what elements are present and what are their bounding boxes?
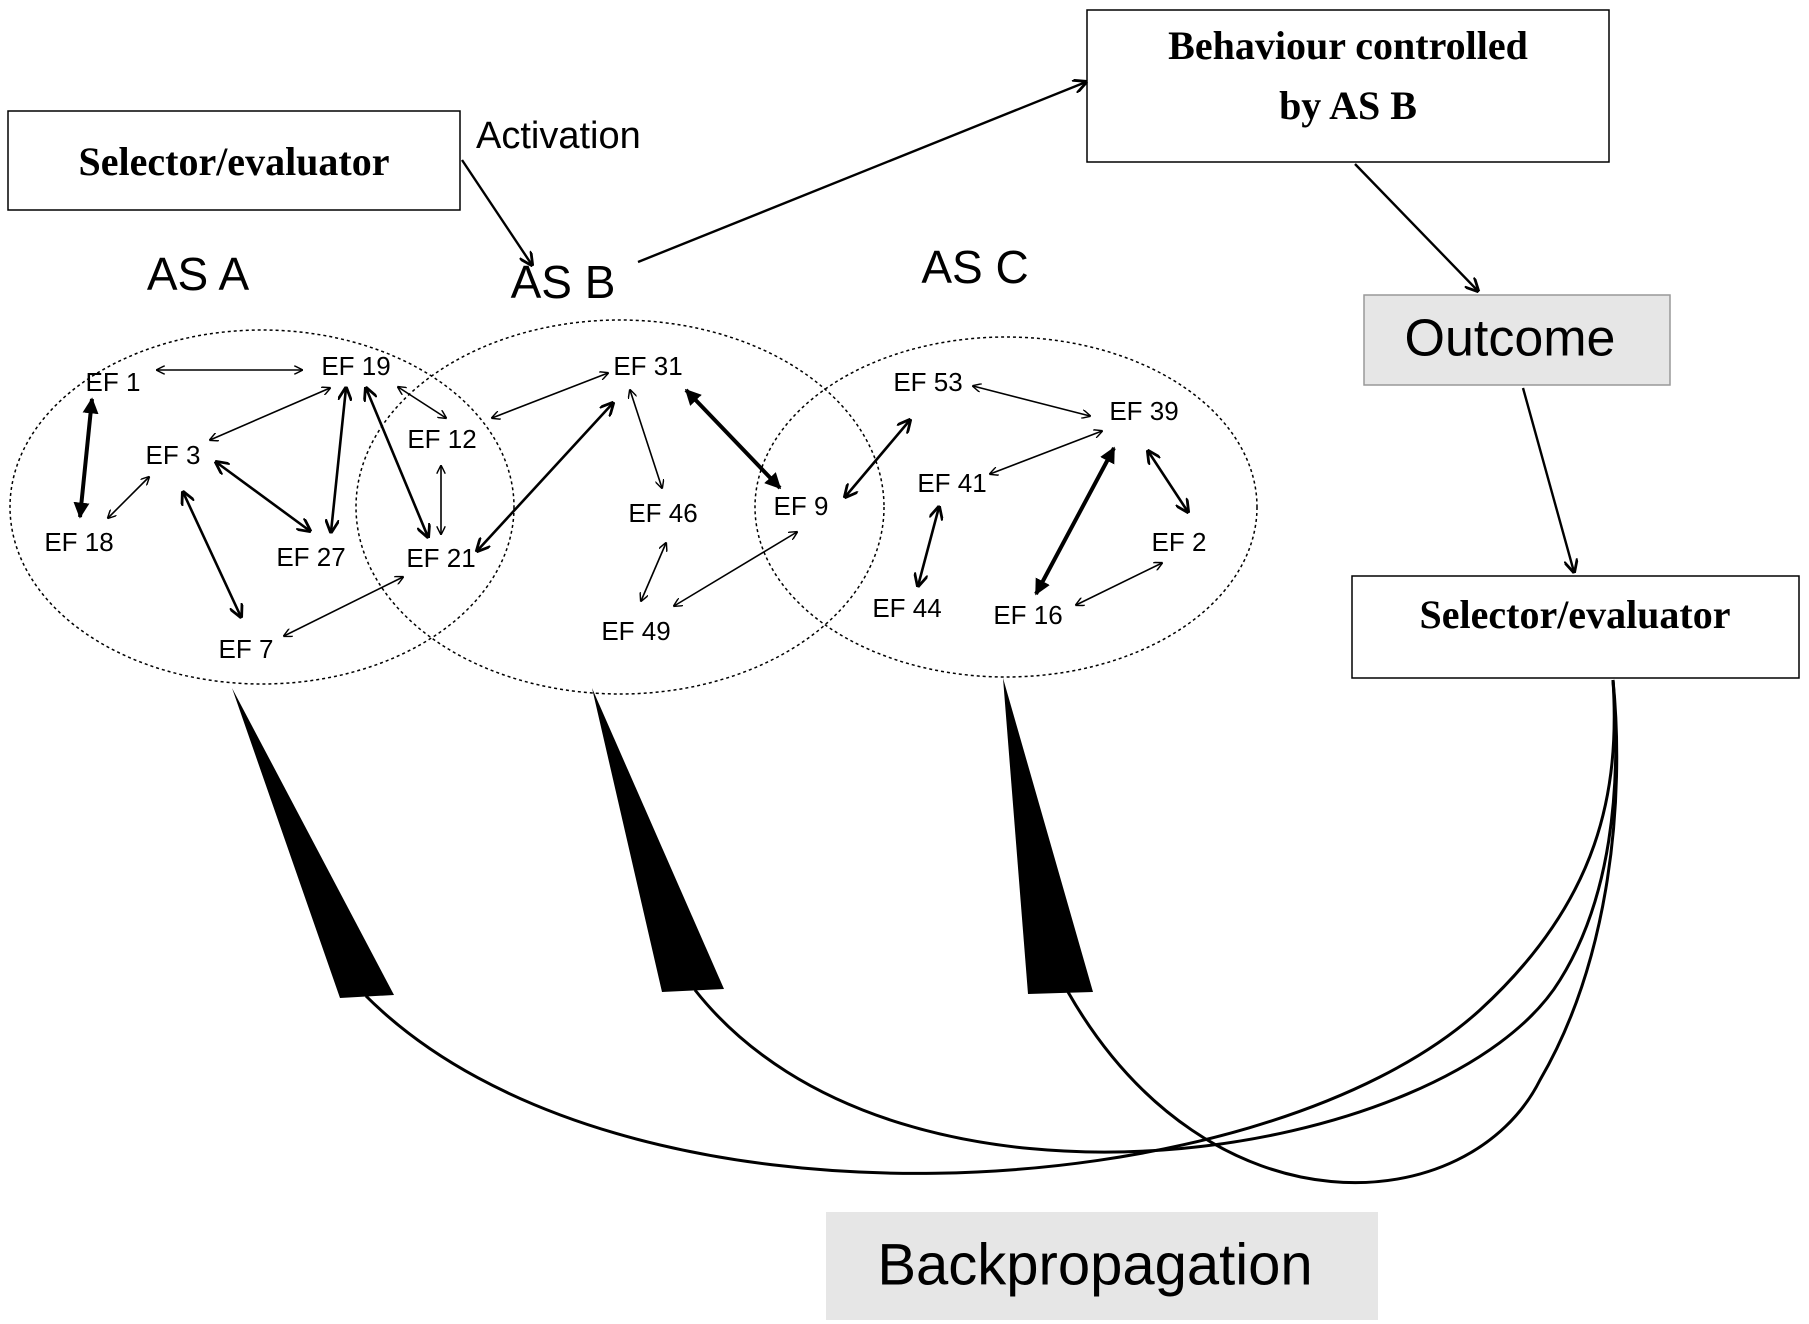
set-title-c: AS C [921,241,1028,293]
edge-ef31-ef9 [684,388,782,490]
node-ef19: EF 19 [321,351,390,381]
backprop-wedge-b [592,688,724,992]
set-title-b: AS B [511,256,616,308]
edge-ef39-ef16 [1034,446,1116,596]
node-ef44: EF 44 [872,593,941,623]
selector-top-box: Selector/evaluator [7,110,461,211]
edge-ef16-ef2 [1076,563,1162,605]
arrow-to-outcome [1354,163,1478,291]
edge-ef12-ef31 [492,373,608,418]
edge-ef3-ef19 [210,388,330,440]
node-ef46: EF 46 [628,498,697,528]
node-ef2: EF 2 [1152,527,1207,557]
outcome-box: Outcome [1363,294,1671,386]
node-ef27: EF 27 [276,542,345,572]
backprop-curve-a [364,679,1616,1175]
edge-ef19-ef12 [398,387,446,418]
activation-label: Activation [476,115,641,157]
node-ef12: EF 12 [407,424,476,454]
node-ef49: EF 49 [601,616,670,646]
edge-ef9-ef53 [845,420,910,497]
node-ef7: EF 7 [219,634,274,664]
edge-ef53-ef39 [973,386,1090,416]
selector-top-label: Selector/evaluator [79,139,390,184]
selector-right-box: Selector/evaluator [1351,575,1800,679]
edge-ef41-ef44 [918,507,939,586]
edge-ef3-ef7 [183,492,241,617]
edge-ef21-ef7 [284,577,403,636]
node-ef18: EF 18 [44,527,113,557]
edge-ef31-ef46 [630,390,662,488]
node-ef41: EF 41 [917,468,986,498]
backprop-wedge-c [1003,678,1093,994]
arrow-activation [461,159,532,265]
set-title-a: AS A [147,248,250,300]
backprop-curve-b [693,679,1618,1154]
edge-ef3-ef27 [216,462,310,531]
backprop-wedge-a [232,688,394,998]
node-ef39: EF 39 [1109,396,1178,426]
arrow-to-selector [1521,387,1574,572]
node-ef21: EF 21 [406,543,475,573]
node-ef16: EF 16 [993,600,1062,630]
node-ef9: EF 9 [774,491,829,521]
edge-ef3-ef18 [108,477,149,518]
set-ellipse-b [355,319,885,695]
edge-ef19-ef21 [366,388,428,537]
behaviour-label-line2: by AS B [1279,83,1417,128]
behaviour-label-line1: Behaviour controlled [1168,23,1528,68]
edge-ef1-ef18 [73,397,99,519]
node-ef53: EF 53 [893,367,962,397]
node-ef31: EF 31 [613,351,682,381]
node-ef3: EF 3 [146,440,201,470]
arrow-to-behaviour [637,82,1086,264]
set-ellipse-c [754,336,1258,678]
outcome-label: Outcome [1405,310,1616,368]
edge-ef39-ef2 [1148,451,1188,512]
edge-ef19-ef27 [331,388,346,532]
edge-ef21-ef31 [477,403,613,551]
node-ef1: EF 1 [86,367,141,397]
edge-ef41-ef39 [990,431,1102,474]
selector-right-label: Selector/evaluator [1420,592,1731,637]
behaviour-box: Behaviour controlled by AS B [1086,9,1610,163]
backpropagation-box: Backpropagation [826,1212,1378,1320]
edge-ef49-ef9 [674,532,797,606]
edge-ef46-ef49 [641,543,666,601]
backpropagation-label: Backpropagation [877,1232,1312,1297]
backprop-curve-c [1066,679,1619,1185]
